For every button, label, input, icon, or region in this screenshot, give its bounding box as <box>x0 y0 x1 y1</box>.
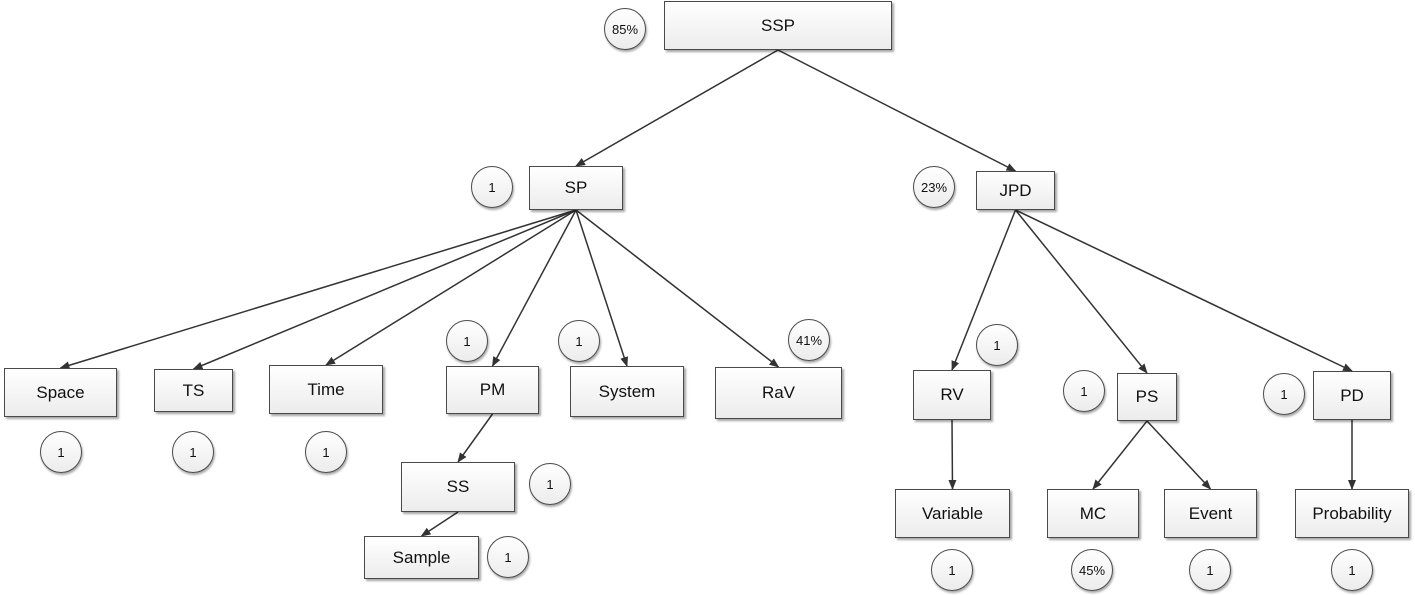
badge-sp: 1 <box>471 166 513 208</box>
edge-sp-to-ts <box>192 209 577 370</box>
badge-rv: 1 <box>976 324 1018 366</box>
node-ps[interactable]: PS <box>1117 373 1177 421</box>
node-system[interactable]: System <box>570 366 684 417</box>
edge-ssp-to-jpd <box>777 49 1017 172</box>
badge-space: 1 <box>40 431 82 473</box>
badge-event: 1 <box>1189 549 1231 591</box>
node-sample[interactable]: Sample <box>364 536 479 579</box>
node-space[interactable]: Space <box>4 368 117 417</box>
node-jpd[interactable]: JPD <box>976 171 1055 210</box>
node-sp[interactable]: SP <box>529 166 623 210</box>
badge-jpd: 23% <box>913 166 955 208</box>
node-rv[interactable]: RV <box>913 370 991 420</box>
badge-variable: 1 <box>931 549 973 591</box>
badge-system: 1 <box>558 320 600 362</box>
edge-ssp-to-sp <box>575 49 779 167</box>
edge-ss-to-sample <box>420 511 459 537</box>
badge-mc: 45% <box>1071 549 1113 591</box>
node-ssp[interactable]: SSP <box>664 1 892 50</box>
node-rav[interactable]: RaV <box>715 367 842 419</box>
badge-probability: 1 <box>1331 549 1373 591</box>
node-ss[interactable]: SS <box>401 462 515 512</box>
node-mc[interactable]: MC <box>1047 489 1139 538</box>
edge-ps-to-event <box>1146 420 1212 490</box>
badge-ts: 1 <box>172 431 214 473</box>
edge-sp-to-space <box>59 209 577 370</box>
node-ts[interactable]: TS <box>154 369 233 412</box>
badge-ss: 1 <box>529 463 571 505</box>
node-probability[interactable]: Probability <box>1295 489 1409 538</box>
badge-pd: 1 <box>1263 373 1305 415</box>
edge-pm-to-ss <box>457 413 494 463</box>
badge-sample: 1 <box>487 536 529 578</box>
badge-ssp: 85% <box>604 8 646 50</box>
edge-sp-to-time <box>325 209 577 366</box>
node-event[interactable]: Event <box>1164 489 1257 538</box>
edge-sp-to-system <box>575 209 629 367</box>
edge-jpd-to-ps <box>1014 209 1148 374</box>
node-pd[interactable]: PD <box>1313 371 1391 420</box>
badge-time: 1 <box>305 431 347 473</box>
edge-jpd-to-pd <box>1015 209 1353 372</box>
edge-ps-to-mc <box>1092 420 1148 490</box>
edge-rv-to-variable <box>948 419 957 490</box>
node-variable[interactable]: Variable <box>895 489 1010 538</box>
badge-ps: 1 <box>1063 370 1105 412</box>
edge-jpd-to-rv <box>951 209 1017 371</box>
edge-sp-to-rav <box>575 209 780 368</box>
badge-rav: 41% <box>788 319 830 361</box>
node-time[interactable]: Time <box>269 365 383 414</box>
badge-pm: 1 <box>446 320 488 362</box>
edge-sp-to-pm <box>491 209 577 367</box>
node-pm[interactable]: PM <box>446 366 539 414</box>
